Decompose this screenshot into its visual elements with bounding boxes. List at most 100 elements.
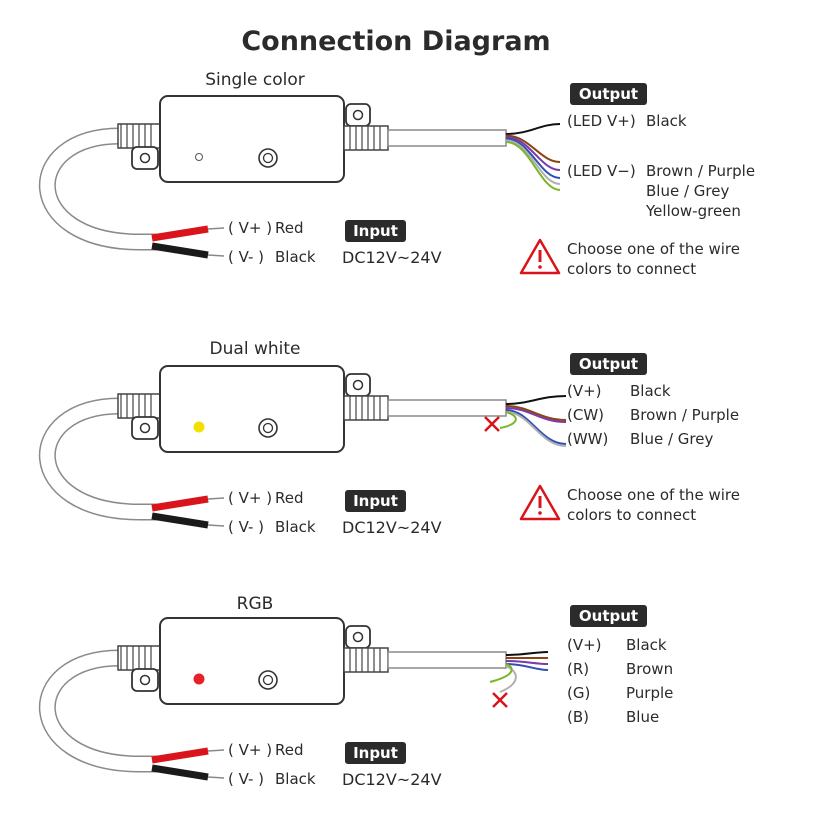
output-row-color: Yellow-green	[645, 202, 741, 220]
page-title: Connection Diagram	[241, 26, 550, 57]
input-vminus-color: Black	[275, 770, 316, 788]
input-badge-label: Input	[353, 744, 398, 762]
section-1: Dual white( V+ )Red( V- )BlackInputDC12V…	[38, 339, 740, 537]
output-row-color: Purple	[626, 684, 673, 702]
output-wire	[505, 395, 567, 405]
input-vplus-color: Red	[275, 219, 304, 237]
warning-text: Choose one of the wire	[567, 240, 740, 258]
input-badge	[345, 220, 406, 242]
output-cable	[387, 129, 507, 147]
right-strain-relief	[343, 125, 389, 151]
warning-icon-dot	[538, 511, 542, 515]
unused-wire	[499, 665, 517, 693]
output-wire	[505, 141, 561, 191]
output-wire	[505, 663, 549, 671]
output-wire	[505, 660, 549, 665]
output-badge	[570, 83, 647, 105]
output-row-color: Black	[630, 382, 671, 400]
output-wire	[505, 407, 567, 423]
output-wire	[505, 405, 567, 421]
output-wire	[505, 123, 561, 135]
section-title: Dual white	[210, 339, 301, 359]
black-wire	[151, 512, 209, 529]
controller-box	[159, 95, 345, 183]
output-row-color: Blue / Grey	[646, 182, 729, 200]
input-badge	[345, 742, 406, 764]
output-row-color: Black	[626, 636, 667, 654]
output-row-color: Black	[646, 112, 687, 130]
output-row-symbol: (CW)	[567, 406, 604, 424]
red-wire	[151, 495, 209, 512]
black-wire-tip	[207, 524, 225, 527]
input-badge	[345, 490, 406, 512]
input-voltage: DC12V~24V	[342, 770, 442, 789]
warning-icon-dot	[538, 265, 542, 269]
output-wire	[505, 409, 567, 445]
black-wire-tip	[207, 776, 225, 779]
controller-box	[159, 365, 345, 453]
mount-hole-left	[139, 422, 151, 434]
mount-hole-left	[139, 674, 151, 686]
section-2: RGB( V+ )Red( V- )BlackInputDC12V~24VOut…	[38, 594, 673, 789]
output-wire	[505, 411, 567, 447]
black-wire	[151, 764, 209, 781]
input-cable	[40, 651, 165, 771]
output-row-symbol: (LED V+)	[567, 112, 636, 130]
output-wire	[505, 651, 549, 656]
input-vminus-symbol: ( V- )	[228, 248, 264, 266]
output-row-color: Brown	[626, 660, 673, 678]
black-wire	[151, 242, 209, 259]
control-button-center	[262, 422, 274, 434]
cut-mark	[492, 692, 508, 708]
input-badge-label: Input	[353, 222, 398, 240]
control-button-center	[262, 152, 274, 164]
output-row-symbol: (B)	[567, 708, 589, 726]
input-vminus-symbol: ( V- )	[228, 518, 264, 536]
red-wire-tip	[207, 749, 225, 752]
section-title: RGB	[237, 594, 274, 614]
output-row-symbol: (G)	[567, 684, 590, 702]
led-indicator	[195, 153, 203, 161]
section-0: Single color( V+ )Red( V- )BlackInputDC1…	[38, 70, 755, 278]
input-vminus-color: Black	[275, 518, 316, 536]
output-wire	[505, 137, 561, 179]
input-vplus-symbol: ( V+ )	[228, 741, 272, 759]
input-voltage: DC12V~24V	[342, 518, 442, 537]
output-cable	[387, 651, 507, 669]
input-vminus-symbol: ( V- )	[228, 770, 264, 788]
output-wire	[505, 136, 561, 171]
mount-hole-left	[139, 152, 151, 164]
output-row-symbol: (WW)	[567, 430, 608, 448]
input-cable	[40, 399, 165, 519]
output-badge	[570, 353, 647, 375]
output-row-symbol: (LED V−)	[567, 162, 636, 180]
red-wire-tip	[207, 227, 225, 230]
led-indicator	[193, 421, 205, 433]
input-vplus-color: Red	[275, 741, 304, 759]
output-row-symbol: (V+)	[567, 636, 602, 654]
output-row-color: Brown / Purple	[630, 406, 739, 424]
output-cable	[387, 399, 507, 417]
warning-text: colors to connect	[567, 260, 696, 278]
input-vplus-symbol: ( V+ )	[228, 219, 272, 237]
red-wire-tip	[207, 497, 225, 500]
output-row-color: Blue / Grey	[630, 430, 713, 448]
input-badge-label: Input	[353, 492, 398, 510]
output-wire	[505, 134, 561, 163]
output-badge-label: Output	[579, 355, 638, 373]
input-cable	[40, 129, 165, 249]
input-vplus-symbol: ( V+ )	[228, 489, 272, 507]
output-row-symbol: (V+)	[567, 382, 602, 400]
output-row-symbol: (R)	[567, 660, 589, 678]
input-vminus-color: Black	[275, 248, 316, 266]
black-wire-tip	[207, 254, 225, 257]
warning-text: Choose one of the wire	[567, 486, 740, 504]
output-badge	[570, 605, 647, 627]
input-voltage: DC12V~24V	[342, 248, 442, 267]
red-wire	[151, 225, 209, 242]
led-indicator	[193, 673, 205, 685]
section-title: Single color	[205, 70, 305, 90]
unused-wire	[489, 663, 513, 683]
mount-hole-right	[352, 109, 364, 121]
